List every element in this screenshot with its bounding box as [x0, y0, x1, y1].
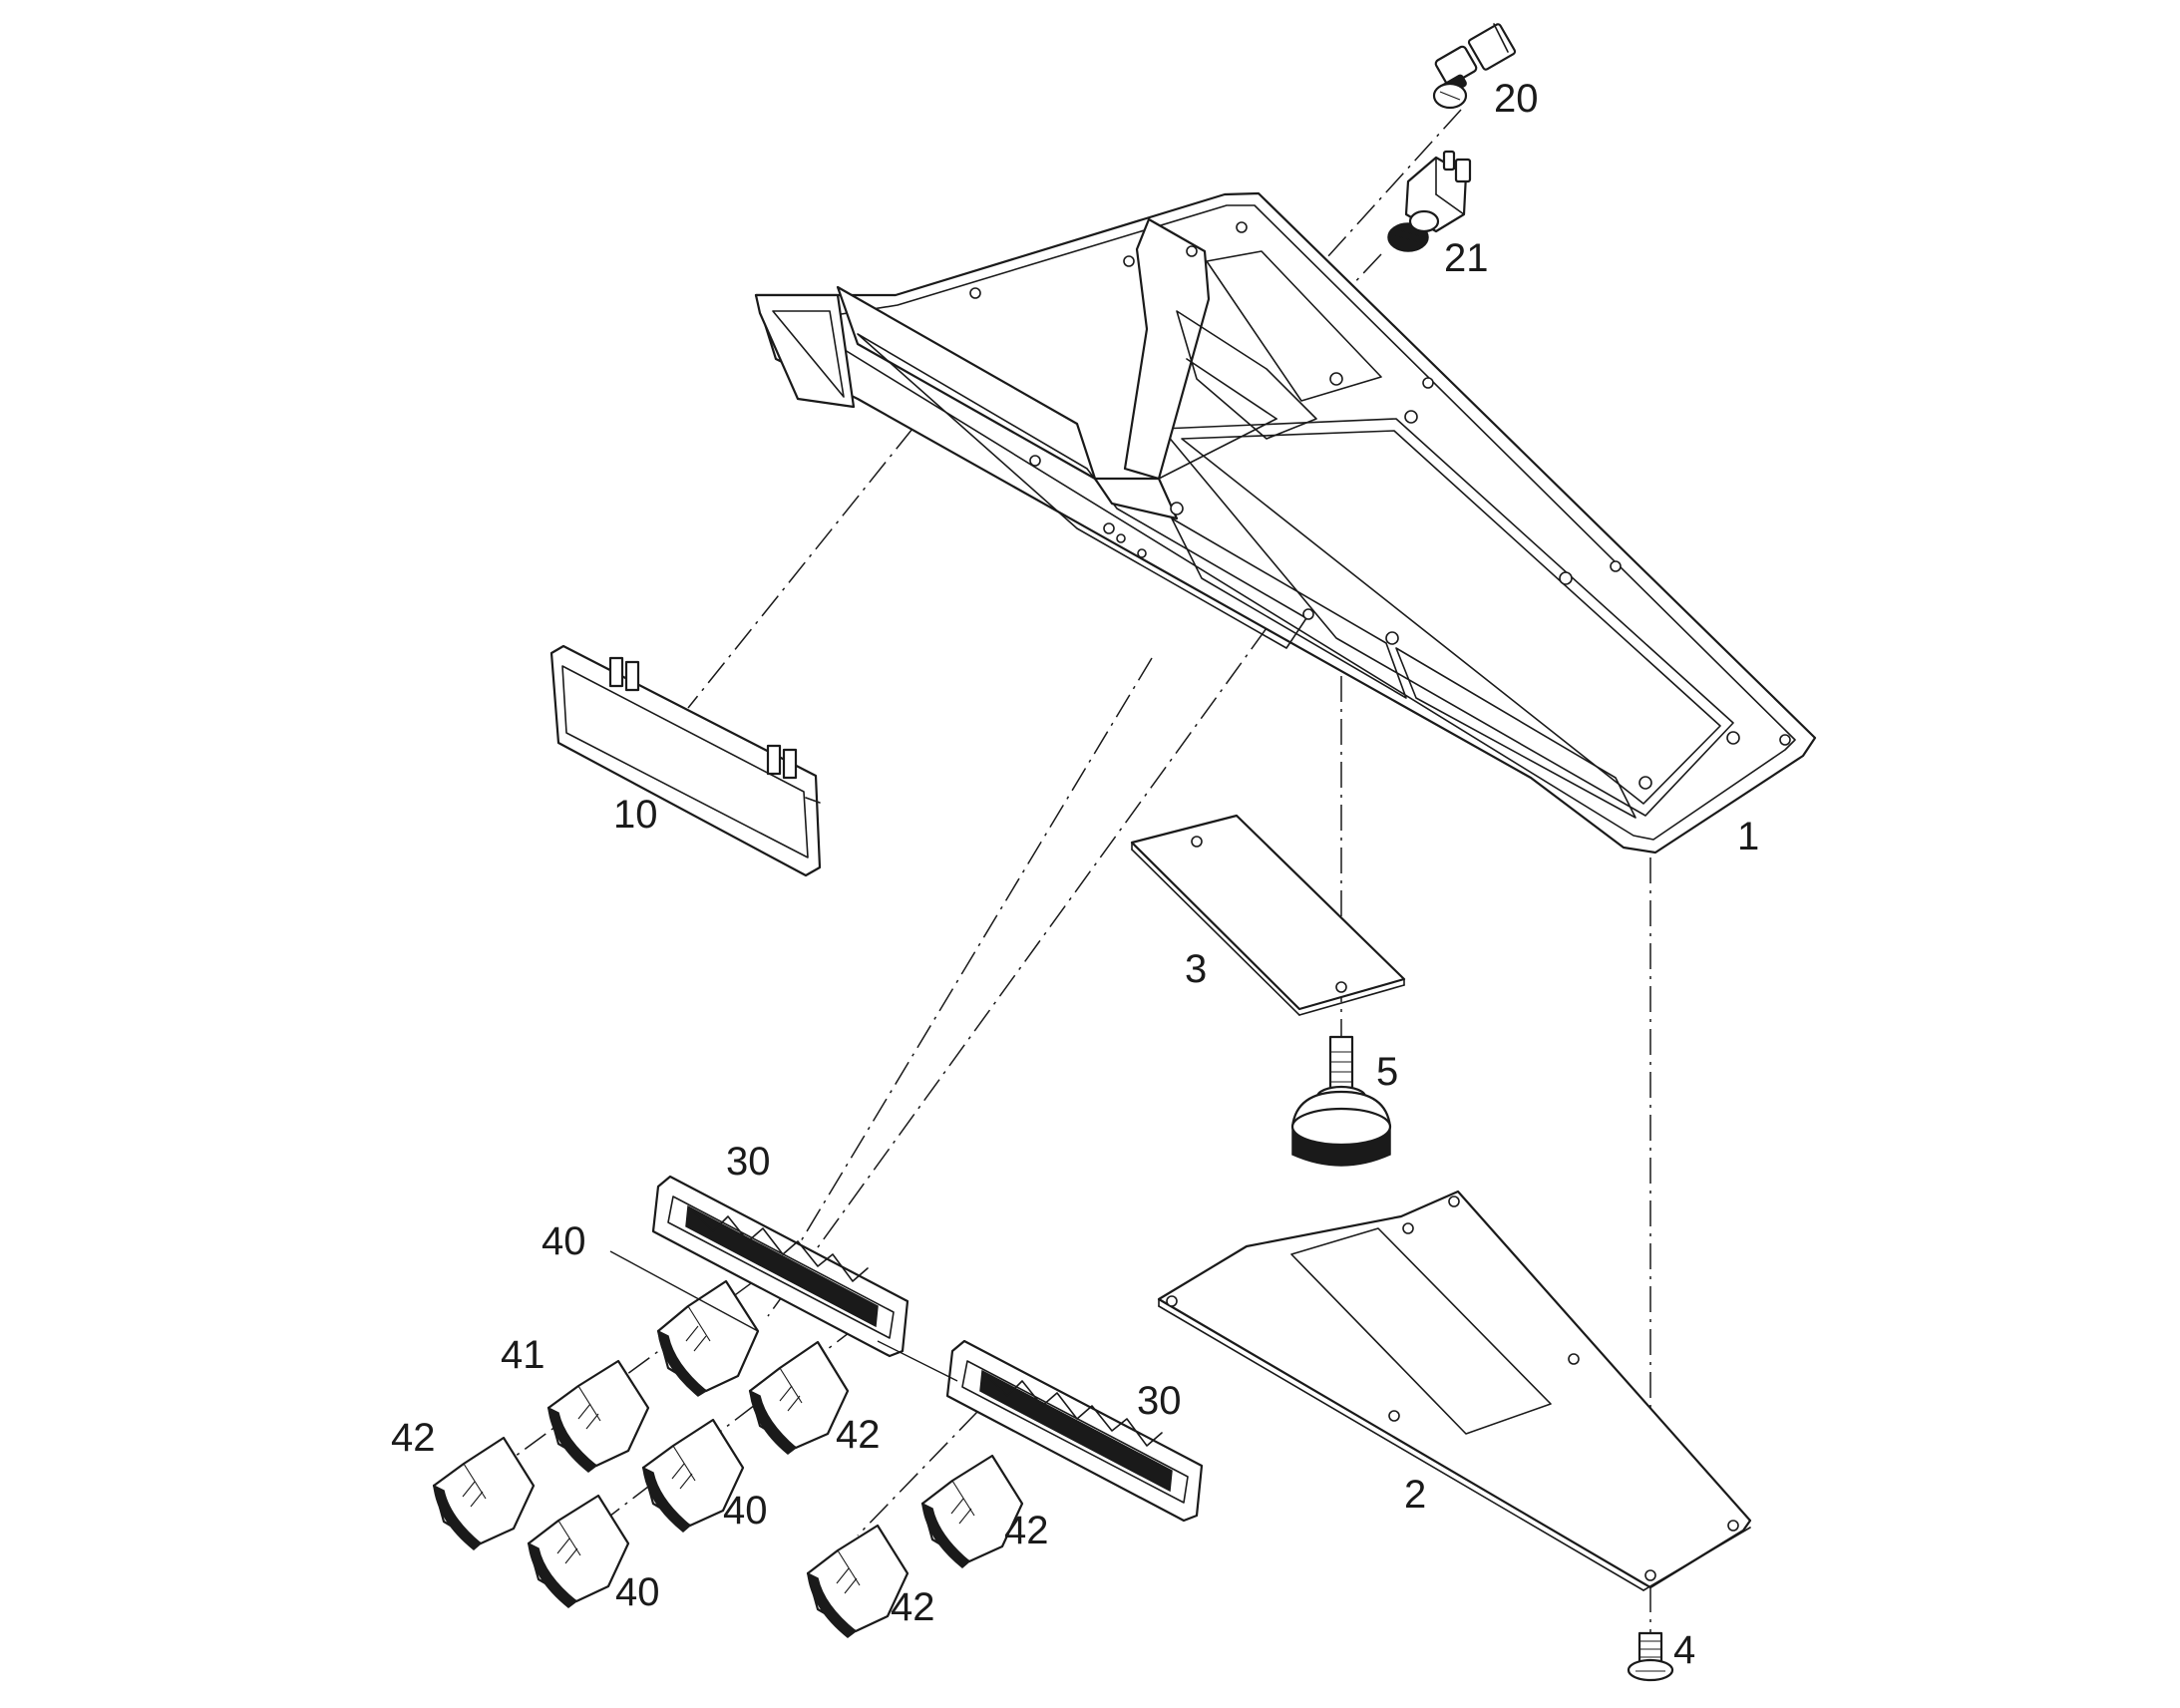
switch-42-c [920, 1454, 1024, 1568]
callout-3: 3 [1185, 947, 1207, 991]
callout-42-d: 42 [891, 1585, 935, 1629]
part-30-grille-right [945, 1339, 1204, 1523]
switch-42-d [806, 1524, 909, 1638]
callout-5: 5 [1376, 1050, 1398, 1094]
callout-21: 21 [1444, 236, 1489, 280]
callout-42-c: 42 [1004, 1509, 1049, 1552]
switch-42-a [432, 1436, 536, 1550]
switch-42-b [748, 1340, 850, 1455]
callout-40-a: 40 [542, 1219, 586, 1263]
callout-4: 4 [1673, 1628, 1695, 1672]
callout-30-left: 30 [726, 1140, 771, 1184]
callout-41: 41 [501, 1333, 545, 1377]
switch-40-a [656, 1279, 760, 1397]
callout-2: 2 [1404, 1473, 1426, 1517]
callout-40-b: 40 [723, 1489, 768, 1533]
callout-42-a: 42 [391, 1416, 436, 1460]
callout-10: 10 [613, 793, 658, 837]
part-10-cover [549, 644, 822, 877]
callout-pointers [609, 1250, 958, 1382]
part-20-connector [1432, 23, 1517, 110]
part-5-knob [1290, 1035, 1392, 1167]
callout-1: 1 [1737, 815, 1759, 858]
part-1-frame [754, 191, 1817, 854]
switch-41 [546, 1359, 650, 1473]
callout-40-c: 40 [615, 1570, 660, 1614]
callout-42-b: 42 [836, 1413, 881, 1457]
part-3-plate [1130, 814, 1406, 1016]
callout-labels: 1 2 3 4 5 10 20 21 30 30 40 40 40 41 42 … [391, 77, 1759, 1672]
part-30-grille-left [651, 1175, 909, 1358]
part-21-plug [1387, 150, 1472, 252]
callout-30-right: 30 [1137, 1379, 1182, 1423]
switch-40-b [641, 1418, 745, 1533]
callout-20: 20 [1494, 77, 1539, 121]
part-2-base-plate [1157, 1190, 1752, 1591]
switch-40-c [527, 1494, 630, 1608]
part-4-screw [1627, 1631, 1674, 1682]
